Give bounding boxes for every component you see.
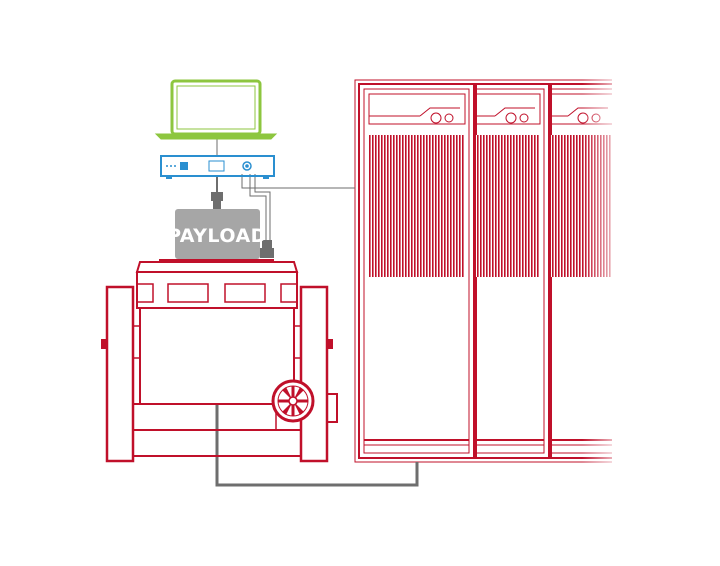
- payload-label: PAYLOAD: [167, 225, 267, 247]
- cabinet-2: [475, 83, 550, 459]
- amplifier-cabinet-icon: [354, 79, 622, 463]
- fade-mask: [612, 70, 720, 470]
- connectors: [211, 192, 274, 258]
- cabinet-1: [358, 83, 475, 459]
- controller-box-icon: [160, 155, 275, 179]
- laptop-icon: [154, 79, 278, 140]
- cables: [215, 139, 419, 487]
- vibration-shaker-icon: [101, 259, 338, 463]
- cooling-fan-icon: [271, 379, 315, 423]
- payload: PAYLOAD: [167, 209, 267, 259]
